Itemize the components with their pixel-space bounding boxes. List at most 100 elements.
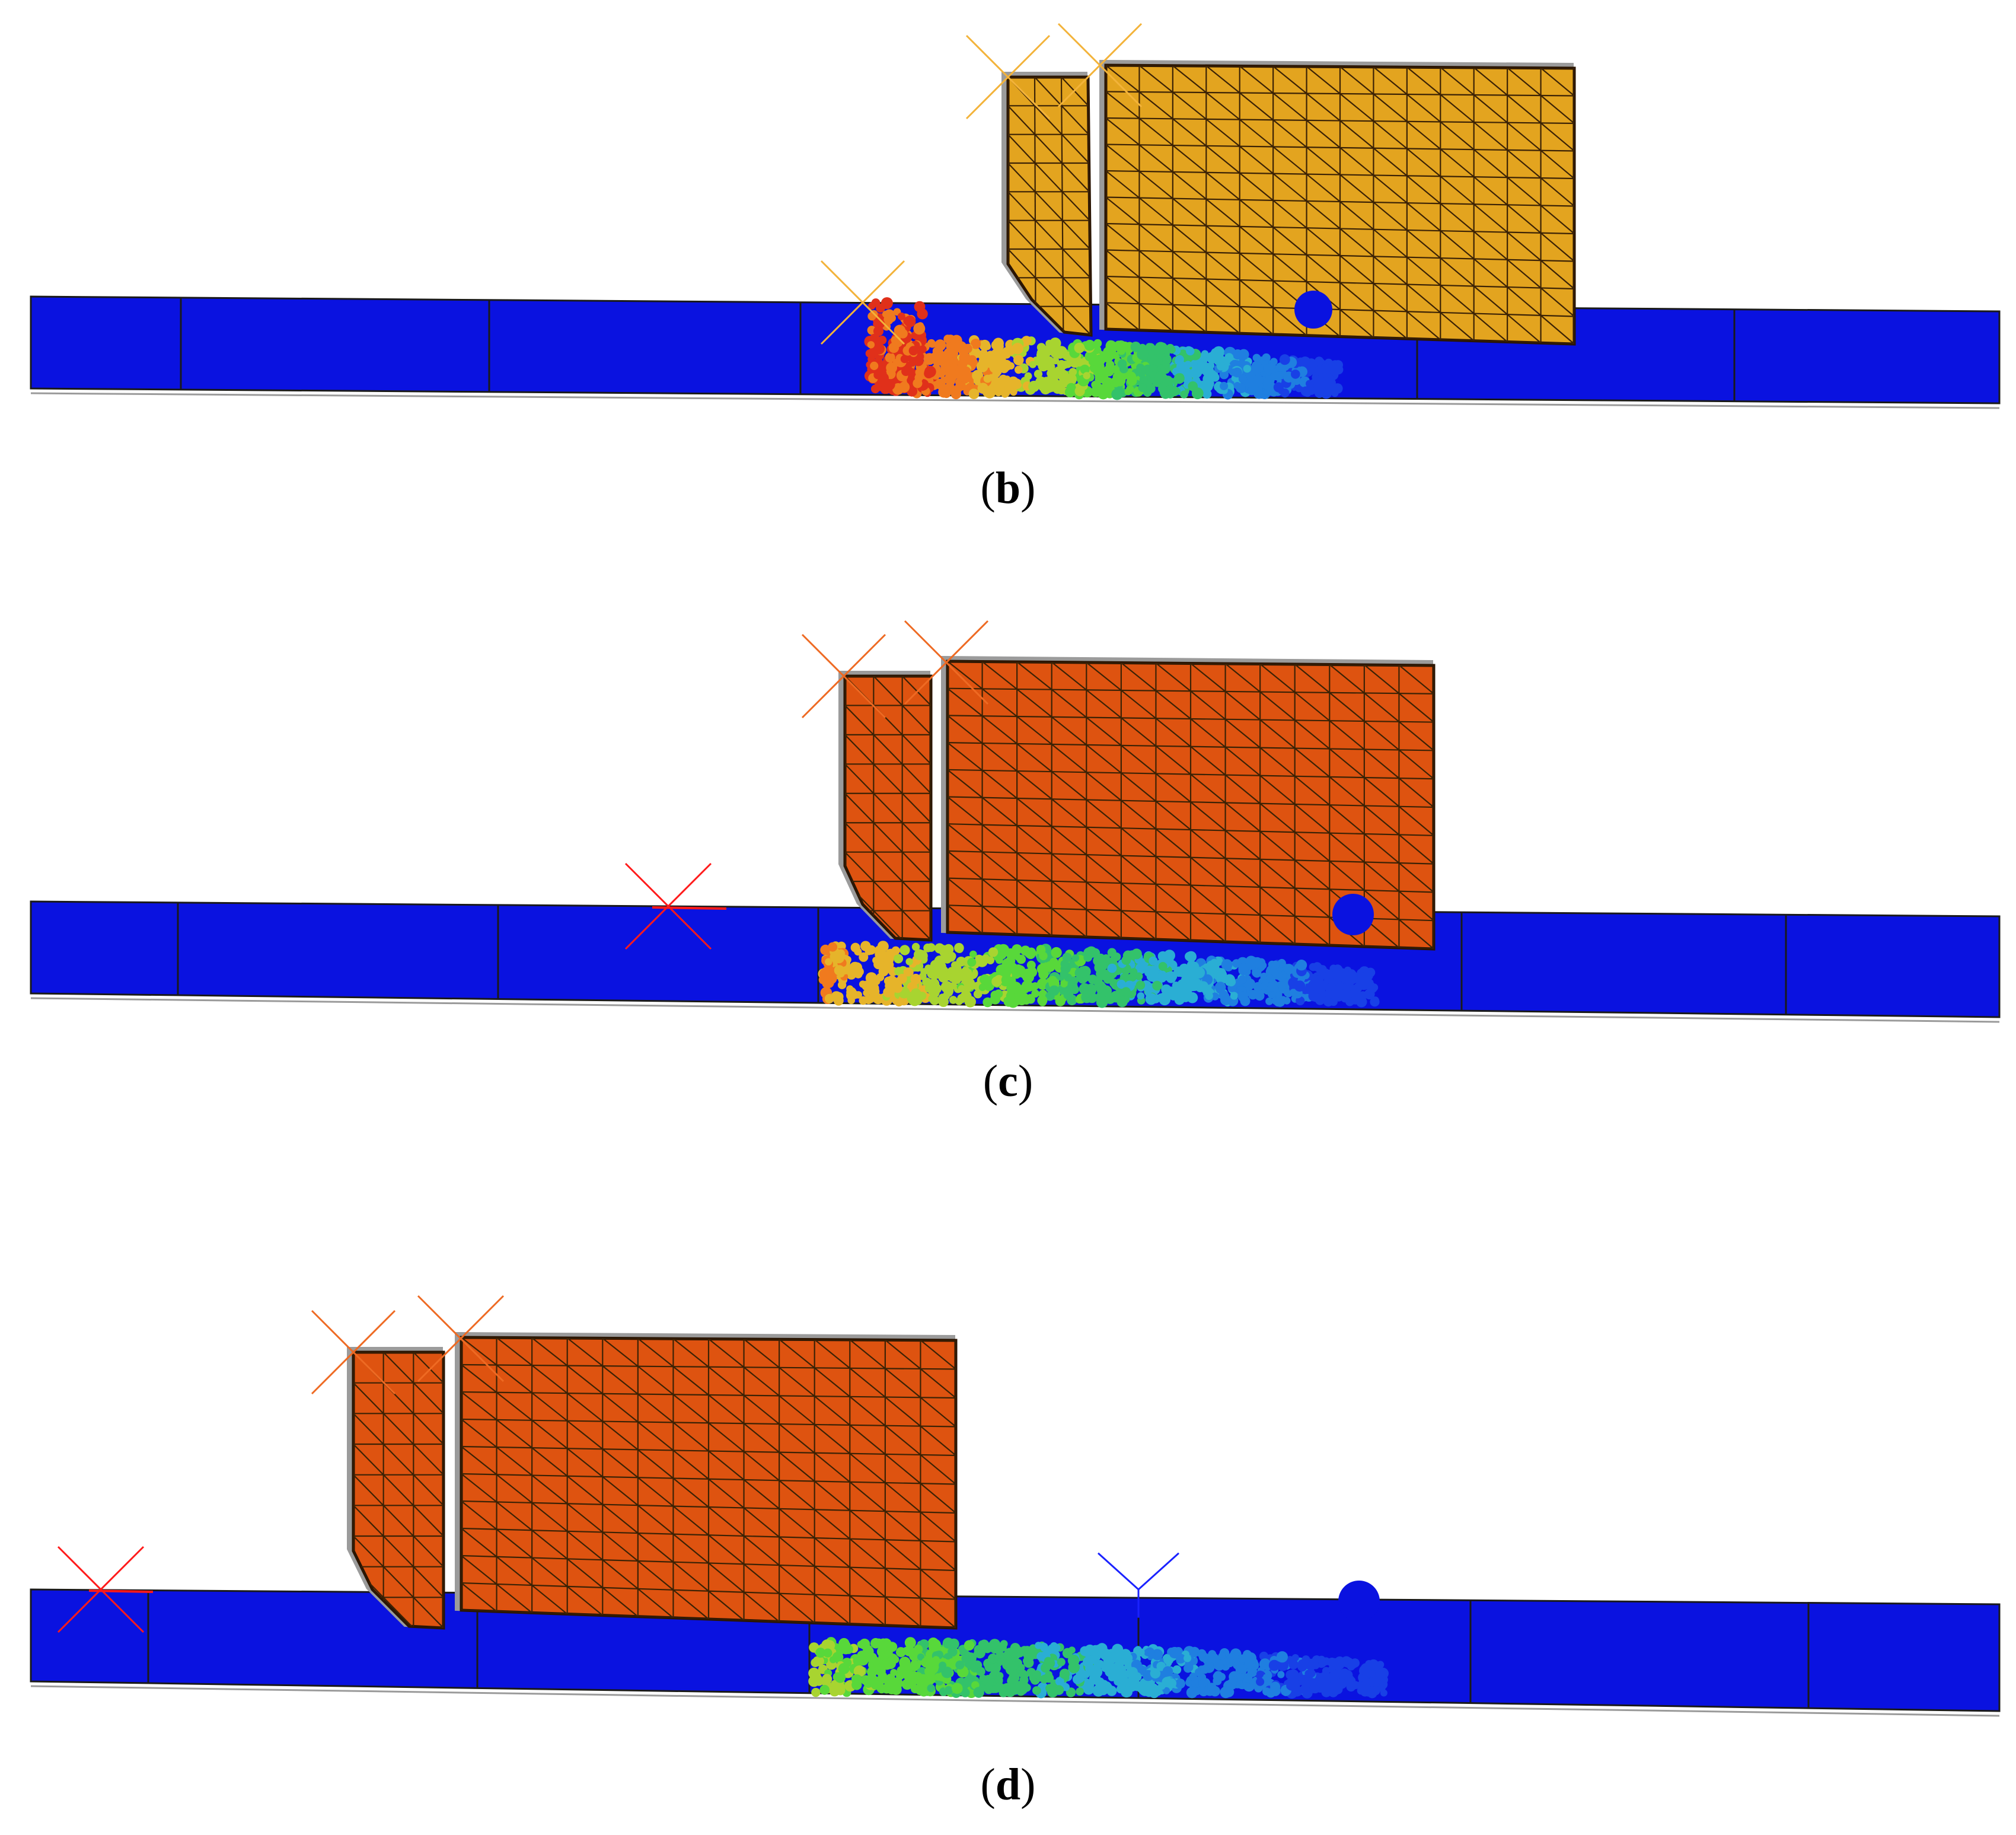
particle (1088, 358, 1097, 366)
particle (1152, 980, 1162, 991)
particle (1309, 963, 1318, 971)
particle (1150, 1668, 1161, 1679)
particle (1055, 996, 1066, 1006)
main-block-marker (417, 1295, 505, 1382)
particle (1322, 1683, 1332, 1694)
particle (1253, 982, 1262, 992)
particle (1190, 366, 1202, 378)
particle (1090, 948, 1100, 958)
main-block-marker (1057, 23, 1143, 108)
particle (1083, 1680, 1095, 1690)
particle (968, 388, 980, 399)
particle (1189, 1646, 1200, 1657)
particle (868, 986, 880, 998)
particle (1283, 964, 1294, 974)
particle (1265, 974, 1274, 983)
track-marker-tick (652, 906, 727, 910)
particle (1036, 1652, 1046, 1661)
particle (1047, 1686, 1058, 1698)
particle (1049, 337, 1061, 349)
particle (867, 312, 876, 321)
particle (1060, 361, 1069, 369)
particle (1108, 1652, 1119, 1663)
particle (1002, 347, 1011, 355)
particle (1274, 997, 1284, 1006)
particle (1085, 1664, 1095, 1673)
particle (1216, 362, 1226, 371)
particle (1264, 363, 1275, 374)
particle (1363, 1686, 1374, 1697)
particle (1220, 1686, 1232, 1699)
particle (1060, 980, 1068, 987)
particle (1219, 369, 1229, 380)
particle (876, 973, 885, 982)
particle (936, 353, 948, 365)
particle (1195, 984, 1204, 993)
particle (883, 954, 894, 965)
particle (978, 1640, 986, 1648)
particle (1184, 361, 1192, 368)
particle (1245, 1652, 1257, 1664)
particle (853, 1665, 866, 1677)
particle (1021, 986, 1029, 993)
particle (1132, 1672, 1142, 1681)
particle (1256, 1677, 1265, 1686)
particle (1145, 1647, 1155, 1657)
particle (851, 1674, 863, 1686)
particle (891, 1655, 899, 1664)
particle (1107, 948, 1117, 957)
particle (1091, 381, 1099, 389)
particle (1309, 367, 1317, 374)
particle (917, 308, 928, 320)
particle (1000, 1640, 1008, 1648)
particle (811, 1687, 821, 1697)
particle (1018, 992, 1029, 1003)
particle (1205, 992, 1213, 1000)
particle (917, 1653, 924, 1661)
particle (927, 339, 936, 348)
particle (1162, 1666, 1173, 1677)
track-underline (30, 392, 2000, 409)
particle (834, 1672, 846, 1683)
front-block (1001, 72, 1093, 337)
particle (811, 1658, 820, 1667)
particle (1102, 954, 1111, 963)
particle (991, 377, 1003, 389)
particle (1201, 383, 1211, 393)
particle (1103, 365, 1115, 377)
particle (886, 975, 898, 987)
particle (1045, 1671, 1052, 1678)
particle (835, 1685, 846, 1696)
particle (867, 341, 875, 349)
particle (935, 970, 944, 979)
particle (1100, 985, 1112, 996)
particle (1186, 967, 1195, 976)
particle (1121, 955, 1131, 965)
particle (944, 1686, 953, 1695)
front-block-mesh (1008, 77, 1091, 335)
particle (873, 959, 883, 970)
particle (961, 1677, 972, 1687)
particle (1184, 1662, 1194, 1672)
particle (1320, 377, 1332, 389)
particle (808, 1675, 820, 1687)
particle (1160, 364, 1170, 374)
particle (898, 329, 908, 339)
particle (1009, 1661, 1019, 1671)
particle (1197, 361, 1205, 368)
particle (951, 387, 961, 397)
particle (955, 1660, 965, 1670)
particle (1121, 987, 1131, 996)
particle (1297, 1661, 1307, 1672)
blue-marker (1097, 1552, 1180, 1618)
particle (1137, 992, 1145, 1000)
track-underline (30, 1685, 2000, 1717)
particle (865, 947, 873, 955)
particle (828, 942, 838, 952)
particle (1098, 969, 1109, 980)
particle (983, 1675, 994, 1686)
particle (1309, 1678, 1317, 1686)
particle (1243, 1673, 1253, 1683)
particle (1074, 1672, 1085, 1683)
particle (1172, 1665, 1182, 1674)
